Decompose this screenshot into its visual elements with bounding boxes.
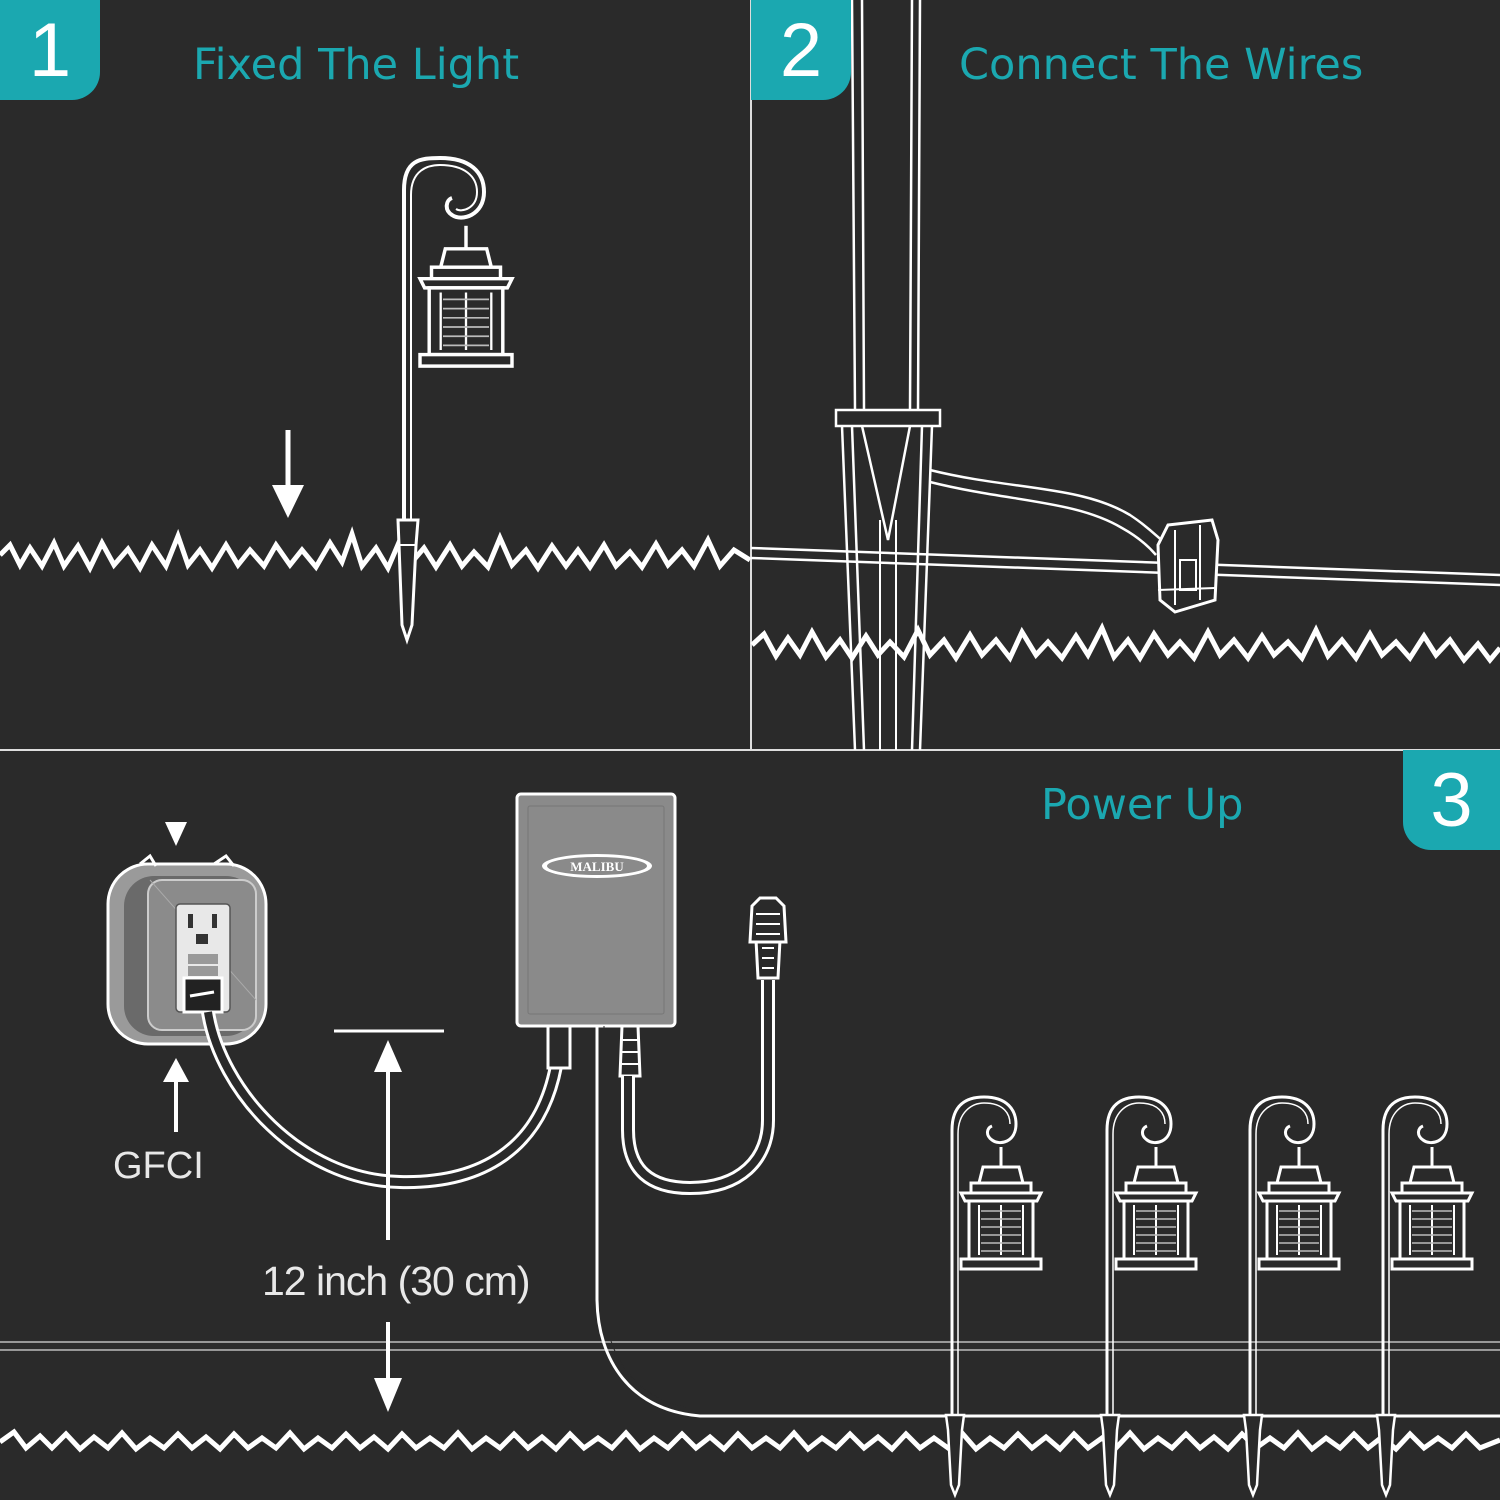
gfci-label: GFCI bbox=[113, 1145, 204, 1187]
shepherd-hook-lantern-icon bbox=[1242, 1095, 1341, 1499]
wire-connector-icon bbox=[1156, 518, 1220, 614]
distance-marker bbox=[334, 1029, 444, 1412]
step-2-badge: 2 bbox=[751, 0, 851, 100]
step-1-badge: 1 bbox=[0, 0, 100, 100]
plug-icon bbox=[621, 896, 788, 1196]
step-2-title: Connect The Wires bbox=[959, 40, 1364, 90]
insert-arrow-icon bbox=[272, 430, 304, 518]
pathway-lights bbox=[944, 1095, 1474, 1499]
shepherd-hook-lantern-icon bbox=[1099, 1095, 1198, 1499]
ground-line bbox=[750, 622, 1500, 665]
panel-2-illustration bbox=[750, 0, 1500, 751]
gfci-outlet-icon bbox=[106, 822, 268, 1132]
step-3-title: Power Up bbox=[1041, 780, 1244, 830]
shepherd-hook-lantern-icon bbox=[1375, 1095, 1474, 1499]
brand-label: MALIBU bbox=[570, 859, 624, 874]
transformer-icon: MALIBU bbox=[515, 792, 1500, 1418]
distance-label: 12 inch (30 cm) bbox=[262, 1258, 531, 1304]
step-1-title: Fixed The Light bbox=[193, 40, 520, 90]
shepherd-hook-lantern-icon bbox=[944, 1095, 1043, 1499]
ground-line bbox=[0, 526, 752, 574]
shepherd-hook-lantern-icon bbox=[396, 155, 514, 645]
panel-3-illustration: MALIBU bbox=[0, 792, 1500, 1499]
panel-1-illustration bbox=[0, 155, 752, 645]
step-3-badge: 3 bbox=[1403, 750, 1500, 850]
panel-dividers bbox=[0, 0, 1500, 751]
ground-line bbox=[0, 1428, 1500, 1453]
